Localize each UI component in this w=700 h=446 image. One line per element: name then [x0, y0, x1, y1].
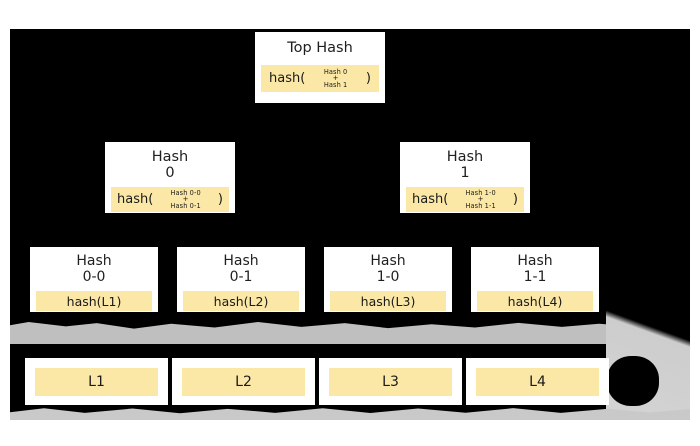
hash-1-0-expression: hash(L3) — [330, 291, 446, 311]
connector-top-stem — [160, 103, 458, 106]
hash-1-0-label: Hash 1-0 — [370, 253, 406, 285]
top-hash-operand-a: Hash 0 — [323, 68, 348, 77]
hash-1-operands: Hash 1-0 + Hash 1-1 — [465, 190, 495, 209]
hash-1-1-label: Hash 1-1 — [517, 253, 553, 285]
top-hash-expression: hash( Hash 0 + Hash 1 ) — [261, 65, 379, 93]
data-block-l4[interactable]: L4 — [466, 358, 609, 405]
data-block-l1-label: L1 — [35, 367, 158, 396]
connector-leaf1-to-data1 — [239, 312, 242, 358]
connector-top-to-hash1 — [455, 103, 458, 142]
connector-hash1-to-leaf2 — [378, 229, 381, 247]
connector-hash1-bus — [378, 229, 526, 232]
node-hash-1-1[interactable]: Hash 1-1 hash(L4) — [471, 247, 599, 312]
hash-1-function-name: hash( — [412, 192, 449, 208]
hash-1-1-expression: hash(L4) — [477, 291, 593, 311]
data-block-l3[interactable]: L3 — [319, 358, 462, 405]
hash-0-1-label: Hash 0-1 — [223, 253, 259, 285]
hash-0-operands: Hash 0-0 + Hash 0-1 — [170, 190, 200, 209]
hash-0-function-name: hash( — [117, 192, 154, 208]
background-artifact-blob — [607, 356, 659, 406]
data-block-l3-label: L3 — [329, 367, 452, 396]
data-block-l1[interactable]: L1 — [25, 358, 168, 405]
node-hash-0-1[interactable]: Hash 0-1 hash(L2) — [177, 247, 305, 312]
hash-1-label: Hash 1 — [446, 149, 484, 182]
hash-1-close-paren: ) — [512, 192, 518, 208]
connector-top-to-hash0 — [160, 103, 163, 142]
connector-hash0-to-leaf0 — [84, 229, 87, 247]
hash-0-1-expression: hash(L2) — [183, 291, 299, 311]
hash-1-operand-a: Hash 1-0 — [465, 189, 496, 198]
background-artifact-bottom-strip — [10, 408, 690, 420]
hash-1-operator: + — [477, 195, 484, 204]
connector-hash0-stem — [158, 213, 161, 231]
background-artifact-band — [10, 322, 630, 344]
data-block-l2-label: L2 — [182, 367, 305, 396]
node-hash-1-0[interactable]: Hash 1-0 hash(L3) — [324, 247, 452, 312]
hash-0-label: Hash 0 — [151, 149, 189, 182]
top-hash-operand-b: Hash 1 — [323, 80, 348, 89]
top-hash-close-paren: ) — [365, 71, 371, 87]
hash-0-operand-a: Hash 0-0 — [170, 189, 201, 198]
connector-hash1-stem — [453, 213, 456, 231]
connector-hash0-bus — [84, 229, 232, 232]
node-hash-0-0[interactable]: Hash 0-0 hash(L1) — [30, 247, 158, 312]
hash-0-close-paren: ) — [217, 192, 223, 208]
node-hash-0[interactable]: Hash 0 hash( Hash 0-0 + Hash 0-1 ) — [105, 142, 235, 213]
data-block-l2[interactable]: L2 — [172, 358, 315, 405]
connector-hash1-to-leaf3 — [524, 229, 527, 247]
connector-leaf2-to-data2 — [386, 312, 389, 358]
merkle-tree-canvas: Top Hash hash( Hash 0 + Hash 1 ) Hash 0 … — [10, 29, 690, 420]
top-hash-label: Top Hash — [287, 40, 353, 56]
connector-leaf0-to-data0 — [92, 312, 95, 358]
hash-0-0-label: Hash 0-0 — [76, 253, 112, 285]
data-block-l4-label: L4 — [476, 367, 599, 396]
hash-0-operand-b: Hash 0-1 — [170, 201, 201, 210]
connector-leaf3-to-data3 — [533, 312, 536, 358]
top-hash-operands: Hash 0 + Hash 1 — [324, 69, 348, 88]
hash-1-operand-b: Hash 1-1 — [465, 201, 496, 210]
top-hash-function-name: hash( — [269, 71, 306, 87]
node-top-hash[interactable]: Top Hash hash( Hash 0 + Hash 1 ) — [255, 32, 385, 103]
hash-0-expression: hash( Hash 0-0 + Hash 0-1 ) — [111, 187, 229, 212]
connector-hash0-to-leaf1 — [230, 229, 233, 247]
hash-0-0-expression: hash(L1) — [36, 291, 152, 311]
node-hash-1[interactable]: Hash 1 hash( Hash 1-0 + Hash 1-1 ) — [400, 142, 530, 213]
hash-0-operator: + — [182, 195, 189, 204]
top-hash-operator: + — [332, 74, 339, 83]
hash-1-expression: hash( Hash 1-0 + Hash 1-1 ) — [406, 187, 524, 212]
background-artifact-right-gradient — [606, 284, 690, 420]
